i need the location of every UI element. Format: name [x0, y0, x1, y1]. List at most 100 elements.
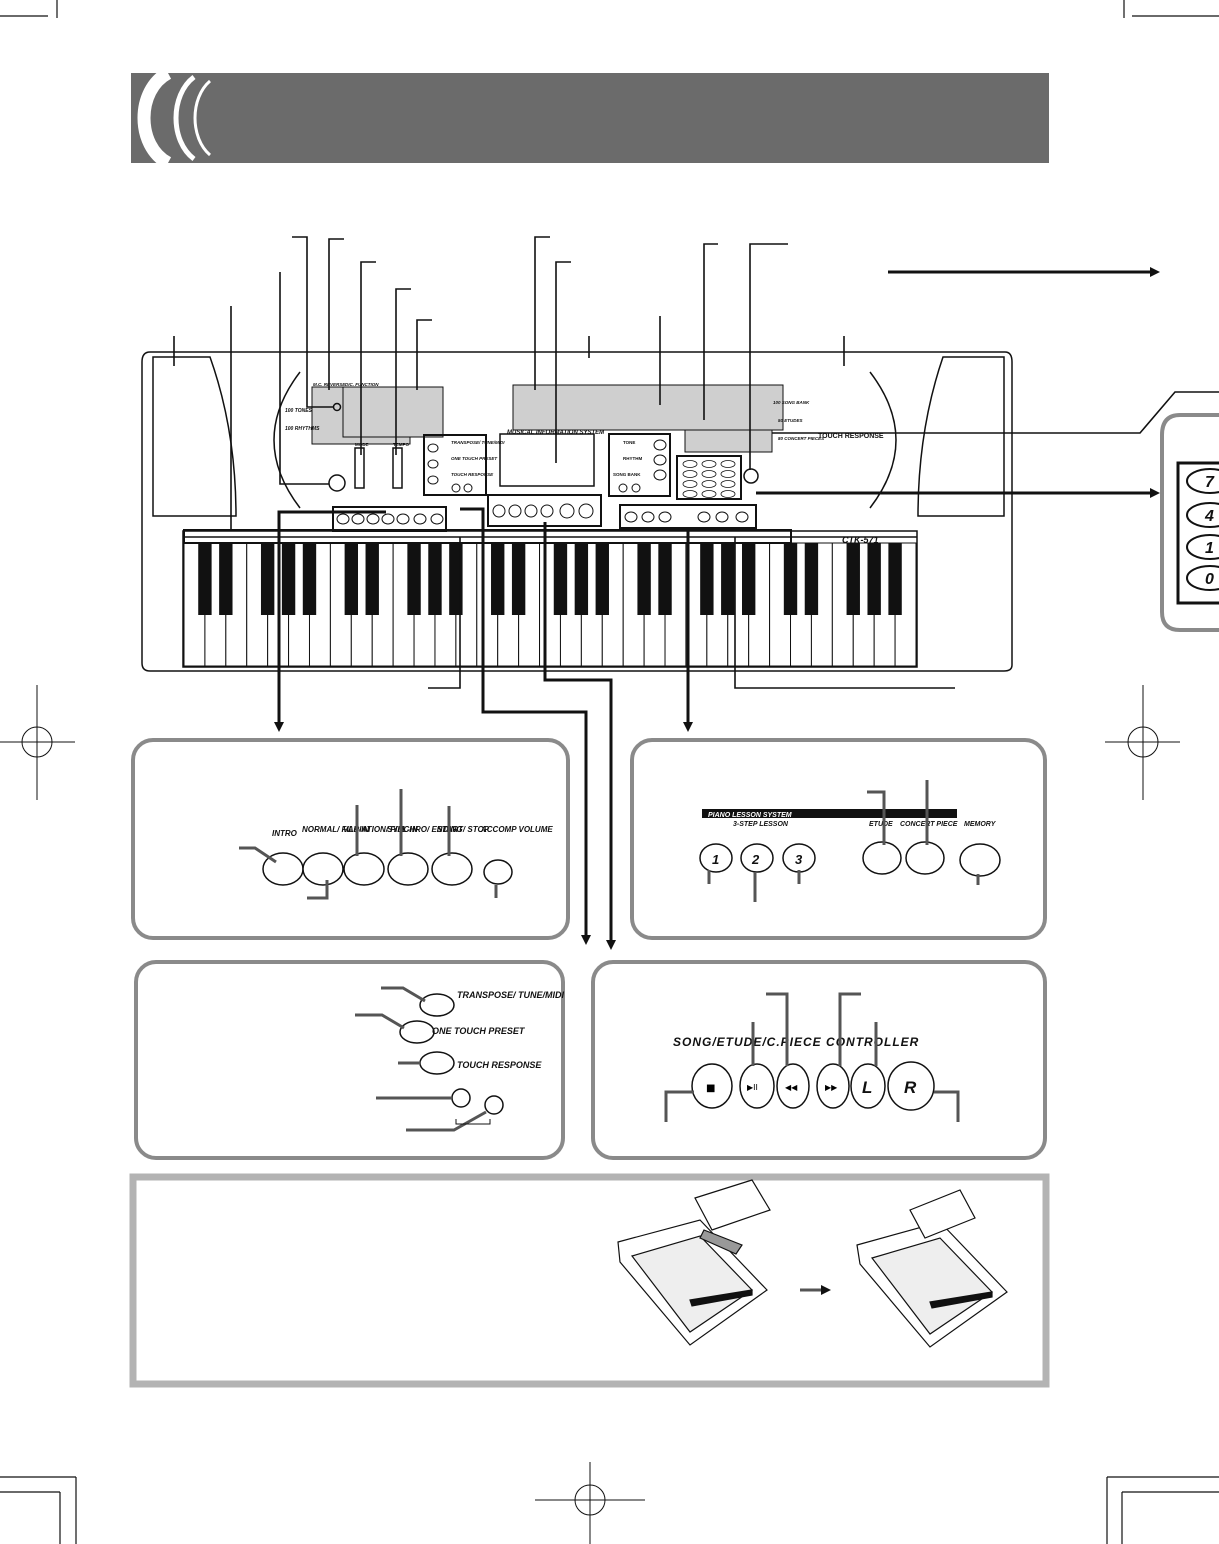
center-group-label-transpose: TRANSPOSE/ TUNE/MIDI: [451, 440, 505, 445]
variation-fillin-label: VARIATION/ FILL-IN: [343, 825, 418, 834]
black-key: [700, 543, 714, 615]
play-pause-icon: ▶II: [747, 1083, 758, 1092]
mode-group-box: [608, 433, 671, 497]
keypad-mini-key: [701, 490, 717, 498]
black-key: [511, 543, 526, 615]
piano-keys: [183, 542, 917, 667]
etude-label: ETUDE: [869, 821, 893, 828]
black-key: [365, 543, 379, 615]
keypad-key-4: 4: [1204, 508, 1214, 525]
center-group-label-onetouch: ONE TOUCH PRESET: [451, 456, 498, 461]
left-hand-label: L: [862, 1078, 872, 1097]
keyboard-top-buttons: [336, 439, 749, 525]
keypad-mini-key: [682, 490, 698, 498]
touch-response-label-panel: TOUCH RESPONSE: [457, 1060, 542, 1070]
registration-mark-bottom: [535, 1462, 645, 1544]
keypad-mini-key: [720, 480, 736, 488]
black-key: [721, 543, 735, 615]
black-key: [783, 543, 798, 615]
fast-forward-button: [816, 1063, 850, 1109]
lesson-panel: PIANO LESSON SYSTEM 3-STEP LESSON 1 2 3 …: [630, 738, 1047, 940]
stop-icon: ■: [706, 1083, 715, 1094]
right-panel-label-etudes: 50 ETUDES: [778, 418, 803, 423]
right-panel-label-pieces: 80 CONCERT PIECES: [778, 436, 824, 441]
function-group-box: [423, 434, 487, 496]
right-hand-button: [887, 1061, 935, 1111]
keypad-mini-key: [682, 470, 698, 478]
black-key: [888, 543, 902, 615]
normal-fillin-button: [302, 852, 344, 886]
transpose-tune-midi-button: [419, 993, 455, 1017]
lesson-step-2-button: [740, 843, 774, 873]
keypad-mini: [682, 460, 736, 498]
black-key: [491, 543, 505, 615]
lesson-step-1-button: [699, 843, 733, 873]
keypad-key-1: 1: [1205, 540, 1214, 557]
music-stand-illustration-left: [617, 1179, 771, 1346]
song-panel: SONG/ETUDE/C.PIECE CONTROLLER ■ ▶II ◀◀ ▶…: [591, 960, 1047, 1160]
black-key: [741, 543, 756, 615]
black-key: [553, 543, 568, 615]
three-step-label: 3-STEP LESSON: [733, 821, 789, 828]
accomp-panel: INTRO NORMAL/ FILL-IN VARIATION/ FILL-IN…: [131, 738, 570, 940]
leader-arrows: [274, 267, 1160, 950]
black-key: [260, 543, 275, 615]
normal-fillin-label: NORMAL/ FILL-IN: [302, 825, 369, 834]
lesson-step-1-label: 1: [712, 852, 719, 867]
fast-forward-icon: ▶▶: [825, 1083, 838, 1092]
keypad-mini-key: [682, 460, 698, 468]
left-hand-button: [850, 1063, 886, 1109]
accomp-volume-button: [483, 859, 513, 885]
touch-response-button: [419, 1051, 455, 1075]
slider-label-tempo: TEMPO: [393, 442, 410, 447]
black-key: [637, 543, 651, 615]
stop-button: [691, 1063, 733, 1109]
start-stop-button: [431, 852, 473, 886]
left-panel-label-rhythms: 100 RHYTHMS: [285, 426, 320, 432]
one-touch-preset-button: [399, 1020, 435, 1044]
black-key: [574, 543, 589, 615]
black-key: [407, 543, 421, 615]
keypad-group-box: [676, 455, 742, 500]
lesson-step-2-label: 2: [751, 852, 760, 867]
header-bar: [131, 67, 1049, 169]
lesson-step-3-label: 3: [795, 852, 803, 867]
memory-button: [959, 843, 1001, 877]
note-panel: [129, 1173, 1050, 1388]
right-group-label-rhythm: RHYTHM: [623, 456, 642, 461]
right-hand-label: R: [904, 1078, 917, 1097]
center-group-label-touch: TOUCH RESPONSE: [451, 472, 494, 477]
black-key: [846, 543, 860, 615]
leader-lines-top: [173, 236, 1219, 530]
left-lcd-label-dic: DIC. FUNCTION: [345, 382, 379, 387]
keypad-mini-key: [720, 470, 736, 478]
keypad-mini-key: [701, 470, 717, 478]
function-panel: TRANSPOSE/ TUNE/MIDI ONE TOUCH PRESET TO…: [134, 960, 565, 1160]
function-small-button-1: [451, 1088, 471, 1108]
black-key: [281, 543, 296, 615]
function-small-button-2: [484, 1095, 504, 1115]
registration-mark-right: [1105, 685, 1180, 800]
synchro-ending-button: [387, 852, 429, 886]
song-controller-title: SONG/ETUDE/C.PIECE CONTROLLER: [673, 1035, 919, 1049]
model-badge: CTK-571: [842, 535, 879, 545]
black-key: [658, 543, 672, 615]
black-key: [867, 543, 881, 615]
registration-mark-left: [0, 685, 75, 800]
black-key: [595, 543, 609, 615]
variation-fillin-button: [343, 852, 385, 886]
keypad-mini-key: [701, 460, 717, 468]
transpose-tune-midi-label: TRANSPOSE/ TUNE/MIDI: [457, 990, 565, 1000]
keypad-mini-key: [682, 480, 698, 488]
keypad-closeup: 7 4 1 0: [1160, 413, 1219, 632]
rewind-icon: ◀◀: [785, 1083, 798, 1092]
leader-lines-mid: [428, 537, 955, 689]
keypad-key-0: 0: [1205, 571, 1214, 588]
black-key: [198, 543, 212, 615]
start-stop-label: START/ STOP: [437, 825, 490, 834]
black-key: [302, 543, 317, 615]
one-touch-preset-label: ONE TOUCH PRESET: [432, 1026, 526, 1036]
concert-piece-label: CONCERT PIECE: [900, 821, 958, 828]
right-group-label-songbank: SONG BANK: [613, 472, 641, 477]
